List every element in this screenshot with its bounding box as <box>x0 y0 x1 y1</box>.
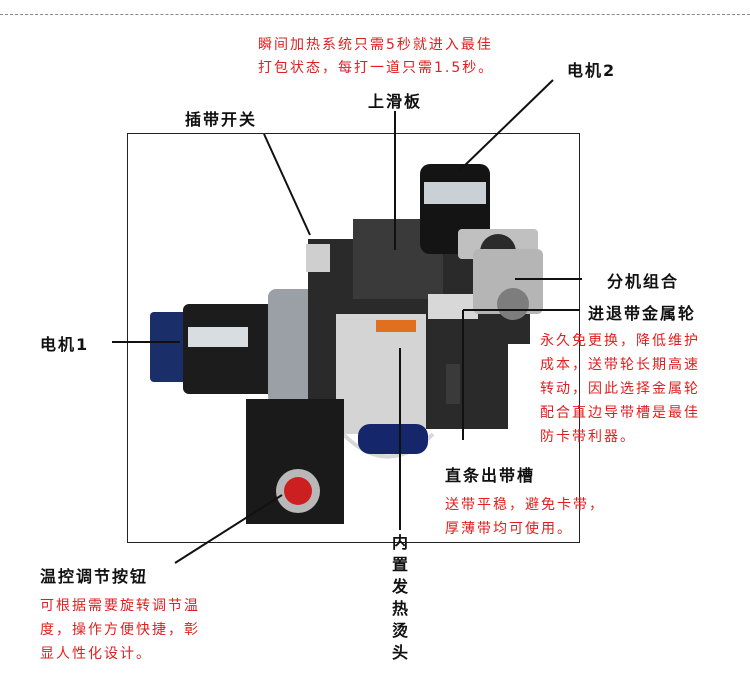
heat-note-line1: 瞬间加热系统只需5秒就进入最佳 <box>258 37 493 53</box>
temp-knob-note-line1: 可根据需要旋转调节温 <box>40 598 200 614</box>
label-strap-switch: 插带开关 <box>185 110 258 129</box>
metal-wheel-note-line1: 永久免更换，降低维护 <box>540 333 700 349</box>
metal-wheel-note-line5: 防卡带利器。 <box>540 429 636 445</box>
temp-knob-note-line2: 度，操作方便快捷，彰 <box>40 622 200 638</box>
strapping-machine-illustration <box>150 164 543 524</box>
label-straight-slot: 直条出带槽 <box>445 466 536 485</box>
heater-char: 置 <box>391 555 408 574</box>
separator-illustration <box>473 249 543 320</box>
label-motor2: 电机2 <box>567 61 617 80</box>
metal-wheel-note-line4: 配合直边导带槽是最佳 <box>540 405 700 421</box>
label-motor1: 电机1 <box>40 335 90 354</box>
temp-knob-note-line3: 显人性化设计。 <box>40 646 152 662</box>
label-upper-slide: 上滑板 <box>368 92 423 111</box>
heater-char: 头 <box>391 643 408 662</box>
heater-char: 热 <box>391 599 408 618</box>
straight-slot-note-line2: 厚薄带均可使用。 <box>445 521 573 537</box>
heater-char: 内 <box>391 533 408 552</box>
label-separator: 分机组合 <box>607 272 680 291</box>
heater-char: 烫 <box>391 621 408 640</box>
label-temp-knob: 温控调节按钮 <box>40 567 149 586</box>
metal-wheel-note-line2: 成本，送带轮长期高速 <box>540 357 700 373</box>
temperature-panel-illustration <box>246 399 344 524</box>
heater-box-illustration <box>336 314 460 459</box>
product-photo-frame <box>127 133 580 543</box>
label-heater-vertical: 内 置 发 热 烫 头 <box>390 532 410 664</box>
metal-wheel-note-line3: 转动，因此选择金属轮 <box>540 381 700 397</box>
top-dashed-divider <box>0 14 750 15</box>
heat-note-line2: 打包状态，每打一道只需1.5秒。 <box>258 60 495 76</box>
heater-char: 发 <box>391 577 408 596</box>
straight-slot-note-line1: 送带平稳，避免卡带， <box>445 497 605 513</box>
label-metal-wheel: 进退带金属轮 <box>588 304 697 323</box>
